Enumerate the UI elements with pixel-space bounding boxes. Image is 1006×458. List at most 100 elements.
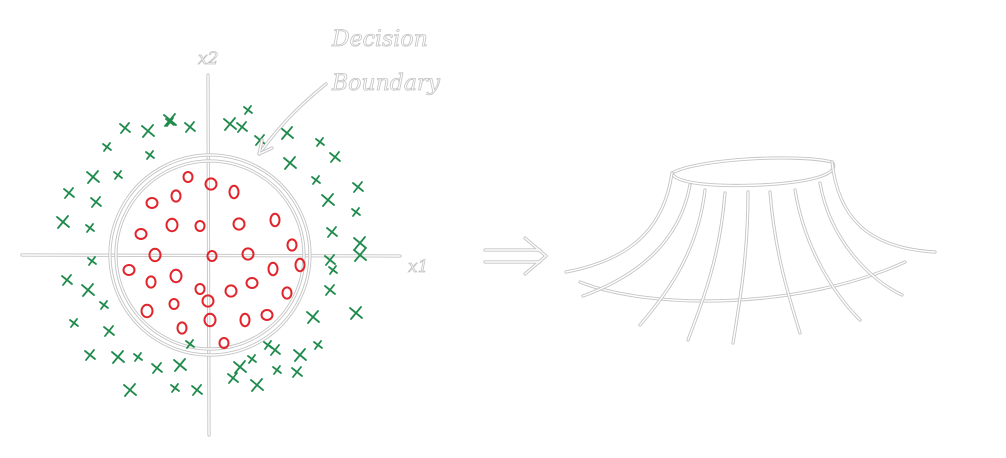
cross-marker xyxy=(306,310,320,324)
cross-marker xyxy=(123,383,137,397)
cross-marker xyxy=(263,340,273,350)
circle-marker xyxy=(218,337,230,349)
inner-class-points xyxy=(122,171,306,349)
cross-marker xyxy=(84,349,96,361)
cross-marker xyxy=(170,383,180,393)
cross-marker xyxy=(145,150,155,160)
axes xyxy=(20,73,402,437)
cross-marker xyxy=(233,360,247,374)
cross-marker xyxy=(272,365,282,375)
cross-marker xyxy=(227,372,239,384)
cross-marker xyxy=(315,137,325,147)
cross-marker xyxy=(63,187,75,199)
circle-marker xyxy=(269,212,281,228)
mound-right-edge xyxy=(830,160,937,254)
cross-marker xyxy=(313,340,323,350)
cross-marker xyxy=(103,325,115,337)
cross-marker xyxy=(56,215,70,229)
axis-y-label: x2 xyxy=(198,49,218,69)
circle-marker xyxy=(267,261,279,277)
transform-arrow-icon xyxy=(483,236,548,276)
double-arrow xyxy=(483,236,548,276)
circle-marker xyxy=(170,189,182,203)
cross-marker xyxy=(353,248,367,262)
mound-rib-line xyxy=(818,181,904,297)
cross-marker xyxy=(151,362,163,374)
circle-marker xyxy=(206,250,218,262)
circle-marker xyxy=(286,238,298,252)
cross-marker xyxy=(90,196,102,208)
cross-marker xyxy=(87,256,97,266)
cross-marker xyxy=(119,122,131,134)
cross-marker xyxy=(69,318,79,328)
circle-marker xyxy=(194,220,206,232)
mound-rib-line xyxy=(686,191,727,342)
cross-marker xyxy=(349,306,363,320)
circle-marker xyxy=(194,283,206,295)
cross-marker xyxy=(81,283,95,297)
cross-marker xyxy=(99,300,109,310)
circle-marker xyxy=(165,217,179,233)
boundary-circle-outer xyxy=(108,153,312,357)
cross-marker xyxy=(329,151,341,163)
outer-class-points xyxy=(56,105,367,397)
boundary-circle-inner xyxy=(114,159,306,351)
circle-marker xyxy=(260,309,274,321)
decision-boundary-circle xyxy=(108,153,312,357)
circle-marker xyxy=(241,247,255,261)
circle-marker xyxy=(145,275,157,289)
cross-marker xyxy=(86,170,100,184)
annotation-pointer-head xyxy=(257,138,274,156)
cross-marker xyxy=(61,274,73,286)
cross-marker xyxy=(311,175,321,185)
cross-marker xyxy=(353,236,367,250)
annotation-pointer-line xyxy=(257,82,328,156)
cross-marker xyxy=(191,384,203,396)
cross-marker xyxy=(141,124,155,138)
cross-marker xyxy=(102,142,112,152)
cross-marker xyxy=(113,170,123,180)
cross-marker xyxy=(243,105,253,115)
mound-top-rim xyxy=(670,156,836,188)
cross-marker xyxy=(184,121,196,133)
cross-marker xyxy=(351,207,361,217)
3d-mound-surface xyxy=(564,156,937,345)
circle-marker xyxy=(245,277,259,289)
annotation-arrow xyxy=(257,82,328,156)
cross-marker xyxy=(321,193,335,207)
mound-rib-line xyxy=(793,188,862,322)
annotation-line-1: Decision xyxy=(331,27,428,52)
cross-marker xyxy=(324,254,336,266)
cross-marker xyxy=(254,134,266,146)
cross-marker xyxy=(173,358,187,372)
circle-marker xyxy=(148,247,162,263)
cross-marker xyxy=(133,352,143,362)
cross-marker xyxy=(291,366,303,378)
circle-marker xyxy=(201,294,215,308)
circle-marker xyxy=(176,321,188,335)
cross-marker xyxy=(163,113,177,127)
cross-marker xyxy=(223,117,237,131)
cross-marker xyxy=(293,348,307,362)
mound-rib-line xyxy=(638,188,707,327)
cross-marker xyxy=(280,126,294,140)
circle-marker xyxy=(224,284,238,298)
circle-marker xyxy=(140,303,154,319)
circle-marker xyxy=(228,184,240,200)
mound-rib-line xyxy=(581,183,692,298)
mound-rib-line xyxy=(731,190,750,345)
cross-marker xyxy=(85,223,95,233)
axis-x-line xyxy=(20,253,402,258)
circle-marker xyxy=(203,312,217,328)
cross-marker xyxy=(185,339,195,349)
cross-marker xyxy=(250,378,264,392)
cross-marker xyxy=(324,284,336,296)
circle-marker xyxy=(294,257,306,273)
transform-arrow-text: ⇒ xyxy=(520,299,521,301)
cross-marker xyxy=(165,117,175,127)
circle-marker xyxy=(145,197,159,209)
cross-marker xyxy=(352,181,364,193)
circle-marker xyxy=(182,171,194,183)
mound-base-contour xyxy=(578,260,907,303)
